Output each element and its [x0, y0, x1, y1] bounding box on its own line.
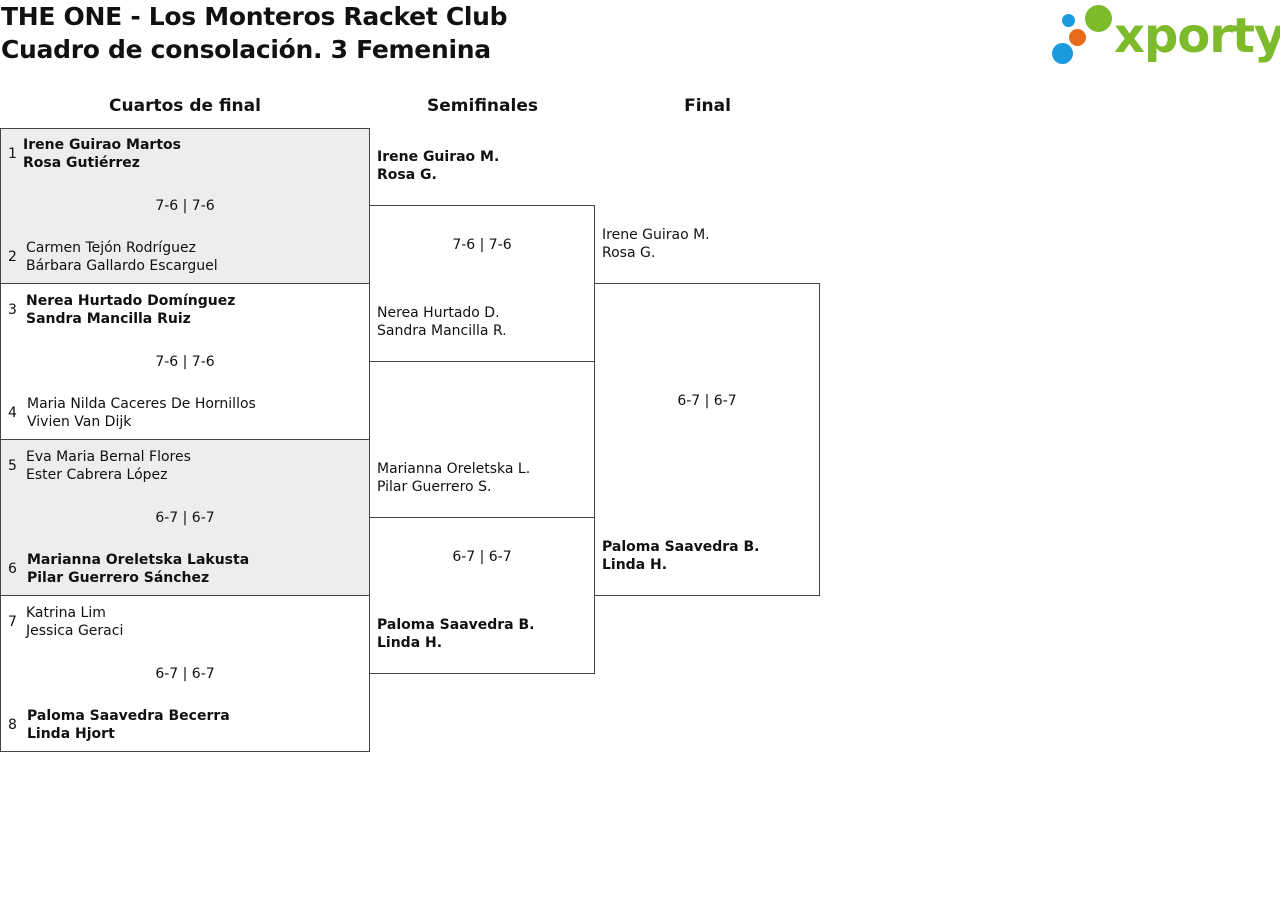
team-entry[interactable]: Marianna Oreletska Lakusta Pilar Guerrer…: [27, 551, 249, 587]
team-entry[interactable]: Maria Nilda Caceres De Hornillos Vivien …: [27, 395, 256, 431]
logo-dot-icon: [1069, 29, 1086, 46]
player-name: Rosa G.: [377, 167, 437, 183]
round-title-semifinals: Semifinales: [427, 96, 538, 116]
player-name: Carmen Tejón Rodríguez: [26, 240, 196, 256]
seed-number: 3: [8, 302, 17, 318]
team-entry[interactable]: Paloma Saavedra B. Linda H.: [602, 538, 760, 574]
player-name: Paloma Saavedra B.: [602, 539, 760, 555]
player-name: Irene Guirao M.: [377, 149, 500, 165]
page-title: THE ONE - Los Monteros Racket Club: [1, 2, 508, 31]
team-entry[interactable]: Eva Maria Bernal Flores Ester Cabrera Ló…: [26, 448, 191, 484]
match-score: 7-6 | 7-6: [155, 354, 215, 370]
player-name: Sandra Mancilla R.: [377, 323, 507, 339]
player-name: Nerea Hurtado D.: [377, 305, 500, 321]
player-name: Marianna Oreletska L.: [377, 461, 531, 477]
player-name: Sandra Mancilla Ruiz: [26, 311, 191, 327]
player-name: Rosa Gutiérrez: [23, 155, 140, 171]
team-entry[interactable]: Paloma Saavedra Becerra Linda Hjort: [27, 707, 230, 743]
team-entry[interactable]: Irene Guirao M. Rosa G.: [602, 226, 710, 262]
match-score: 6-7 | 6-7: [677, 393, 737, 409]
match-box-qf1: [0, 128, 370, 284]
team-entry[interactable]: Nerea Hurtado Domínguez Sandra Mancilla …: [26, 292, 235, 328]
match-box-qf3: [0, 439, 370, 596]
player-name: Nerea Hurtado Domínguez: [26, 293, 236, 309]
match-score: 6-7 | 6-7: [452, 549, 512, 565]
xporty-logo[interactable]: xporty: [1052, 4, 1280, 68]
team-entry[interactable]: Nerea Hurtado D. Sandra Mancilla R.: [377, 304, 507, 340]
player-name: Paloma Saavedra Becerra: [27, 708, 230, 724]
round-title-final: Final: [684, 96, 731, 116]
player-name: Jessica Geraci: [26, 623, 124, 639]
seed-number: 2: [8, 249, 17, 265]
player-name: Marianna Oreletska Lakusta: [27, 552, 250, 568]
seed-number: 4: [8, 405, 17, 421]
seed-number: 5: [8, 458, 17, 474]
player-name: Eva Maria Bernal Flores: [26, 449, 191, 465]
match-score: 6-7 | 6-7: [155, 510, 215, 526]
player-name: Bárbara Gallardo Escarguel: [26, 258, 218, 274]
player-name: Katrina Lim: [26, 605, 106, 621]
team-entry[interactable]: Katrina Lim Jessica Geraci: [26, 604, 123, 640]
player-name: Pilar Guerrero Sánchez: [27, 570, 210, 586]
team-entry[interactable]: Irene Guirao M. Rosa G.: [377, 148, 499, 184]
match-box-final: [594, 283, 820, 596]
team-entry[interactable]: Irene Guirao Martos Rosa Gutiérrez: [23, 136, 181, 172]
logo-dot-icon: [1052, 43, 1073, 64]
page-subtitle: Cuadro de consolación. 3 Femenina: [1, 35, 491, 64]
round-title-quarterfinals: Cuartos de final: [109, 96, 261, 116]
player-name: Linda Hjort: [27, 726, 115, 742]
logo-dot-icon: [1085, 5, 1112, 32]
seed-number: 7: [8, 614, 17, 630]
player-name: Paloma Saavedra B.: [377, 617, 535, 633]
team-entry[interactable]: Marianna Oreletska L. Pilar Guerrero S.: [377, 460, 530, 496]
player-name: Irene Guirao Martos: [23, 137, 181, 153]
logo-dot-icon: [1062, 14, 1075, 27]
team-entry[interactable]: Paloma Saavedra B. Linda H.: [377, 616, 535, 652]
seed-number: 8: [8, 717, 17, 733]
player-name: Ester Cabrera López: [26, 467, 168, 483]
match-score: 7-6 | 7-6: [452, 237, 512, 253]
team-entry[interactable]: Carmen Tejón Rodríguez Bárbara Gallardo …: [26, 239, 218, 275]
seed-number: 1: [8, 146, 17, 162]
player-name: Rosa G.: [602, 245, 656, 261]
player-name: Pilar Guerrero S.: [377, 479, 492, 495]
match-score: 6-7 | 6-7: [155, 666, 215, 682]
player-name: Vivien Van Dijk: [27, 414, 132, 430]
player-name: Linda H.: [602, 557, 668, 573]
player-name: Linda H.: [377, 635, 443, 651]
match-score: 7-6 | 7-6: [155, 198, 215, 214]
seed-number: 6: [8, 561, 17, 577]
logo-wordmark: xporty: [1114, 8, 1280, 64]
player-name: Irene Guirao M.: [602, 227, 710, 243]
player-name: Maria Nilda Caceres De Hornillos: [27, 396, 256, 412]
